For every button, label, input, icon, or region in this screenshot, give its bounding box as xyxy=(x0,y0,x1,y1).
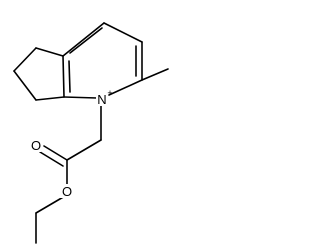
nitrogen-atom-label: N xyxy=(97,92,106,107)
positive-charge-label: + xyxy=(107,88,112,98)
bond-ch2-carbonyl-c xyxy=(66,139,102,161)
bond-c7a-c4a xyxy=(62,55,65,98)
bond-c5-c6 xyxy=(13,47,37,72)
bond-c2-methyl xyxy=(141,68,169,81)
ester-oxygen-label: O xyxy=(62,184,72,199)
chemical-structure-diagram: N + O O xyxy=(13,22,169,244)
bond-carbonyl-c-o-double xyxy=(39,151,64,167)
bond-c4a-c4-double xyxy=(69,27,103,54)
bond-ester-o-ch2 xyxy=(35,195,66,214)
bond-c7-c7a xyxy=(35,96,65,101)
bond-c4-c3 xyxy=(103,22,143,43)
bond-c4a-c5 xyxy=(35,47,64,57)
carbonyl-oxygen-label: O xyxy=(31,138,41,153)
bond-c7a-c4a-double xyxy=(68,60,71,93)
bond-c2-n1 xyxy=(108,79,143,96)
bond-n1-c7a xyxy=(63,96,98,99)
bond-c4a-c4 xyxy=(62,22,105,57)
bond-c6-c7 xyxy=(13,70,37,101)
bond-carbonyl-c-o xyxy=(43,145,68,161)
